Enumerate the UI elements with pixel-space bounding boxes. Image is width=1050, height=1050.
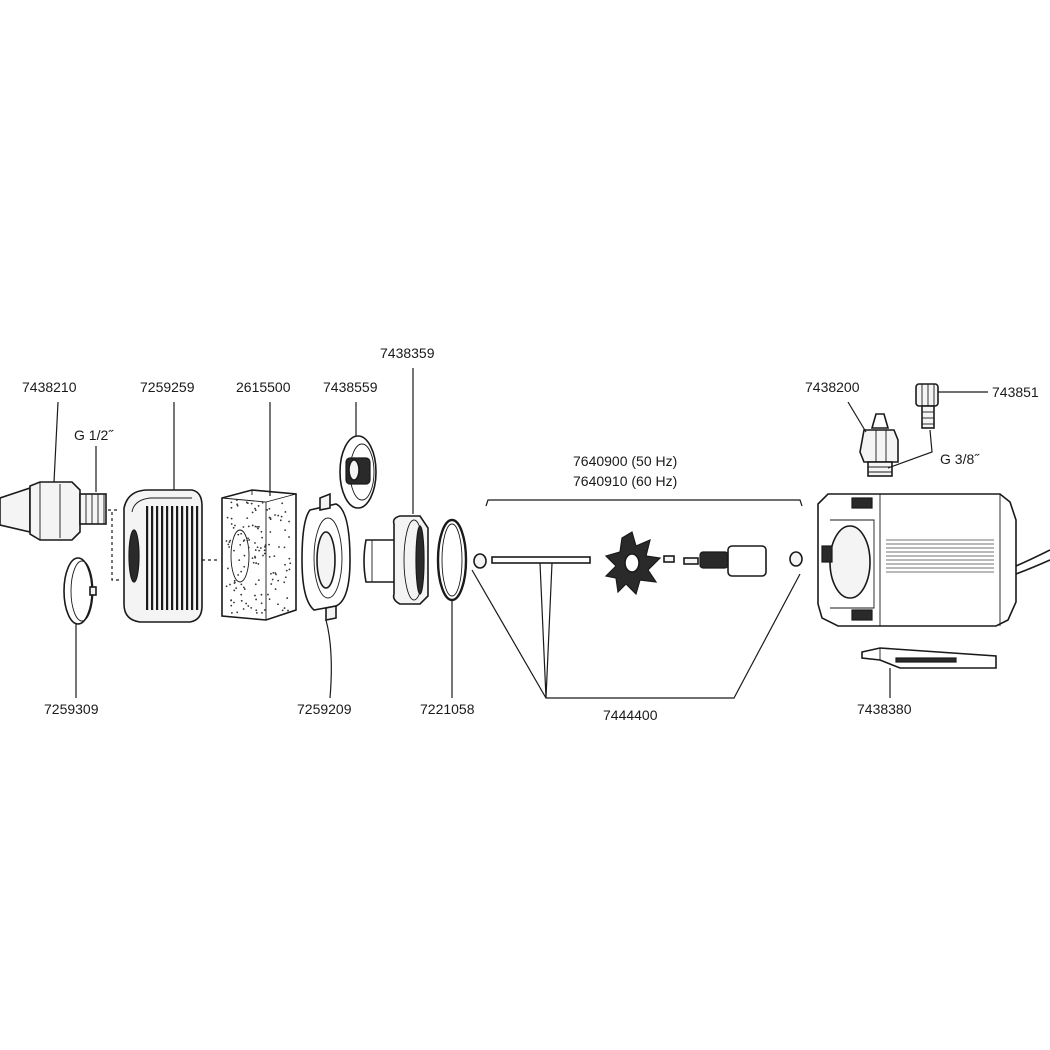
impeller-rotor-part [604,531,675,596]
label-7259209: 7259209 [297,701,352,717]
label-743851: 743851 [992,384,1039,400]
adapter-part [339,435,377,509]
foam-filter-part [221,489,297,621]
impeller-shaft-part [473,551,803,569]
hose-nozzle-part [0,481,107,541]
cap-part [63,557,97,625]
label-7640910: 7640910 (60 Hz) [573,473,677,489]
label-thread-g38: G 3/8˝ [940,451,980,467]
label-7438359: 7438359 [380,345,435,361]
part-labels: 7438210 G 1/2˝ 7259259 2615500 7438559 7… [22,345,1039,723]
o-ring-part [436,518,468,602]
label-thread-g12: G 1/2˝ [74,427,114,443]
mounting-plate-part [861,647,997,669]
impeller-housing-part [363,515,429,605]
label-7438380: 7438380 [857,701,912,717]
label-7259309: 7259309 [44,701,99,717]
pump-cover-part [301,492,351,621]
label-7640900: 7640900 (50 Hz) [573,453,677,469]
label-7221058: 7221058 [420,701,475,717]
label-7259259: 7259259 [140,379,195,395]
intake-grille-part [123,489,203,623]
motor-body-part [817,493,1050,627]
label-7444400: 7444400 [603,707,658,723]
magnet-rotor-part [683,545,767,577]
outlet-nozzle-part [859,413,899,477]
label-7438200: 7438200 [805,379,860,395]
label-7438210: 7438210 [22,379,77,395]
small-nozzle-part [915,383,939,429]
label-7438559: 7438559 [323,379,378,395]
label-2615500: 2615500 [236,379,291,395]
